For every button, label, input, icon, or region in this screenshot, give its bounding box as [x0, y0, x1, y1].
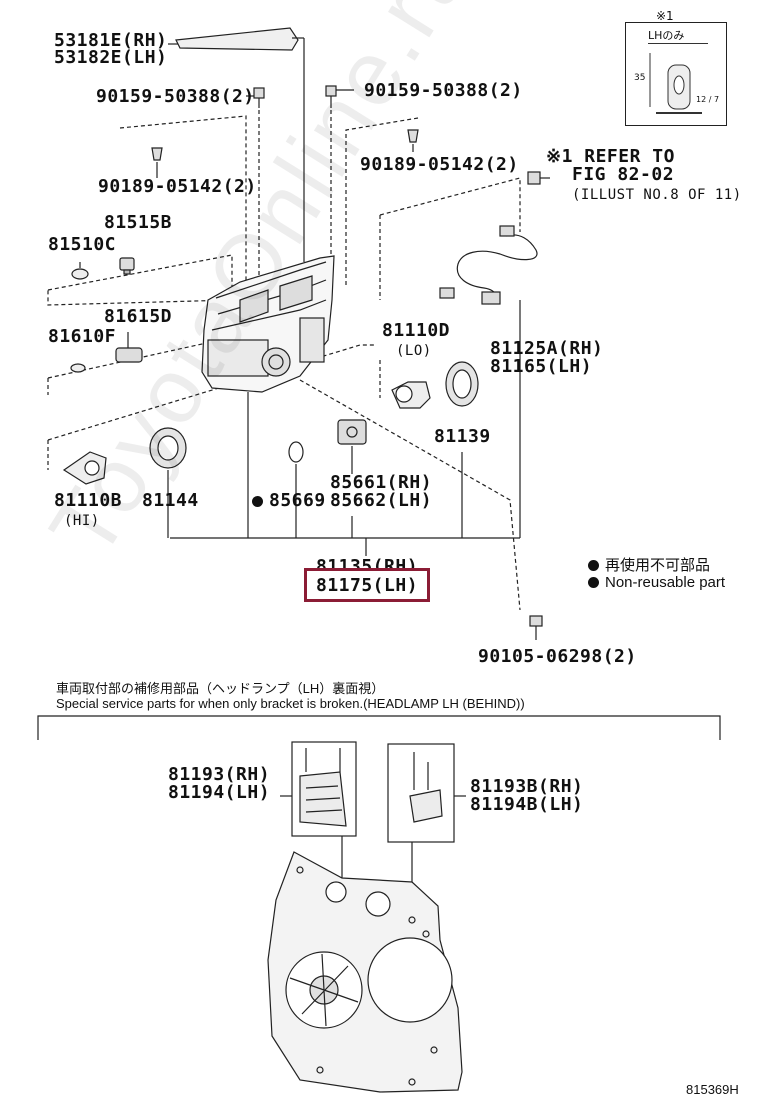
non-reusable-dot-icon	[252, 496, 263, 507]
label-81110b[interactable]: 81110B	[54, 490, 123, 511]
bulb-81110d-icon	[391, 381, 431, 409]
inset-dim-vertical: 35	[634, 73, 646, 83]
label-81510c[interactable]: 81510C	[48, 234, 117, 255]
legend-en-text: Non-reusable part	[605, 574, 726, 591]
headlamp-assembly-drawing	[201, 255, 335, 393]
label-90189-right[interactable]: 90189-05142(2)	[360, 154, 519, 175]
legend-dot-icon	[588, 577, 599, 588]
label-81515b[interactable]: 81515B	[104, 212, 173, 233]
label-90189-left[interactable]: 90189-05142(2)	[98, 176, 257, 197]
label-81193[interactable]: 81193(RH)	[168, 764, 271, 785]
label-85669[interactable]: 85669	[252, 492, 326, 510]
label-81194[interactable]: 81194(LH)	[168, 782, 271, 803]
label-90159-right[interactable]: 90159-50388(2)	[364, 80, 523, 101]
label-90159-left[interactable]: 90159-50388(2)	[96, 86, 255, 107]
label-81193b[interactable]: 81193B(RH)	[470, 776, 584, 797]
special-note-jp: 車両取付部の補修用部品（ヘッドランプ（LH）裏面視）	[56, 681, 385, 696]
connector-refer-icon	[527, 171, 541, 185]
bulb-81510c-icon	[71, 268, 89, 280]
label-81615d[interactable]: 81615D	[104, 306, 173, 327]
label-85662[interactable]: 85662(LH)	[330, 490, 433, 511]
label-81135[interactable]: 81135(RH)	[316, 556, 419, 577]
o-ring-85669-icon	[288, 441, 304, 463]
label-85661[interactable]: 85661(RH)	[330, 472, 433, 493]
wire-harness-81125a-drawing	[439, 225, 538, 305]
label-81165[interactable]: 81165(LH)	[490, 356, 593, 377]
inset-dim-small: 12 / 7	[696, 95, 720, 104]
label-81139[interactable]: 81139	[434, 426, 491, 447]
refer-line3: (ILLUST NO.8 OF 11)	[572, 187, 742, 203]
legend-dot-icon	[588, 560, 599, 571]
label-81610f[interactable]: 81610F	[48, 326, 117, 347]
trim-cover-53181e	[175, 27, 299, 51]
label-81110b-sub: (HI)	[64, 513, 100, 529]
label-81110d-sub: (LO)	[396, 343, 432, 359]
label-53181e[interactable]: 53181E(RH)	[54, 30, 168, 51]
special-note-en: Special service parts for when only brac…	[56, 696, 525, 711]
inset-mark: ※1	[656, 9, 674, 23]
label-81175[interactable]: 81175(LH)	[316, 575, 419, 596]
bracket-81193-drawing	[299, 748, 347, 827]
bolt-90159-left-icon	[253, 87, 265, 108]
socket-81615d-icon	[115, 332, 143, 363]
bulb-81610f-icon	[70, 363, 86, 373]
label-53182e[interactable]: 53182E(LH)	[54, 47, 168, 68]
bolt-90105-icon	[529, 615, 543, 640]
headlamp-rear-view-drawing	[267, 851, 463, 1093]
clip-90189-right-icon	[407, 129, 419, 143]
inset-box: ※1 LHのみ 35 12 / 7	[625, 9, 727, 126]
label-85669-text: 85669	[269, 490, 326, 511]
cap-81139-icon	[445, 361, 479, 407]
clip-inset-icon	[649, 53, 702, 114]
clip-90189-left-icon	[151, 147, 163, 161]
bulb-81110b-icon	[62, 451, 107, 485]
label-81110d[interactable]: 81110D	[382, 320, 451, 341]
figure-id: 815369H	[686, 1082, 739, 1097]
legend-jp-text: 再使用不可部品	[605, 557, 711, 574]
socket-81515b-icon	[119, 257, 135, 275]
refer-line2[interactable]: FIG 82-02	[572, 164, 675, 185]
legend-en: Non-reusable part	[588, 574, 725, 591]
bolt-90159-right-icon	[325, 85, 337, 108]
label-81125a[interactable]: 81125A(RH)	[490, 338, 604, 359]
bracket-81193b-drawing	[409, 752, 443, 823]
refer-line1: ※1 REFER TO	[546, 146, 675, 167]
cap-81144-icon	[149, 427, 187, 469]
legend-jp: 再使用不可部品	[588, 554, 710, 575]
label-90105[interactable]: 90105-06298(2)	[478, 646, 637, 667]
label-81144[interactable]: 81144	[142, 490, 199, 511]
selected-part-highlight	[304, 568, 430, 602]
inset-title: LHのみ	[648, 27, 708, 44]
label-81194b[interactable]: 81194B(LH)	[470, 794, 584, 815]
actuator-85661-icon	[337, 419, 367, 445]
